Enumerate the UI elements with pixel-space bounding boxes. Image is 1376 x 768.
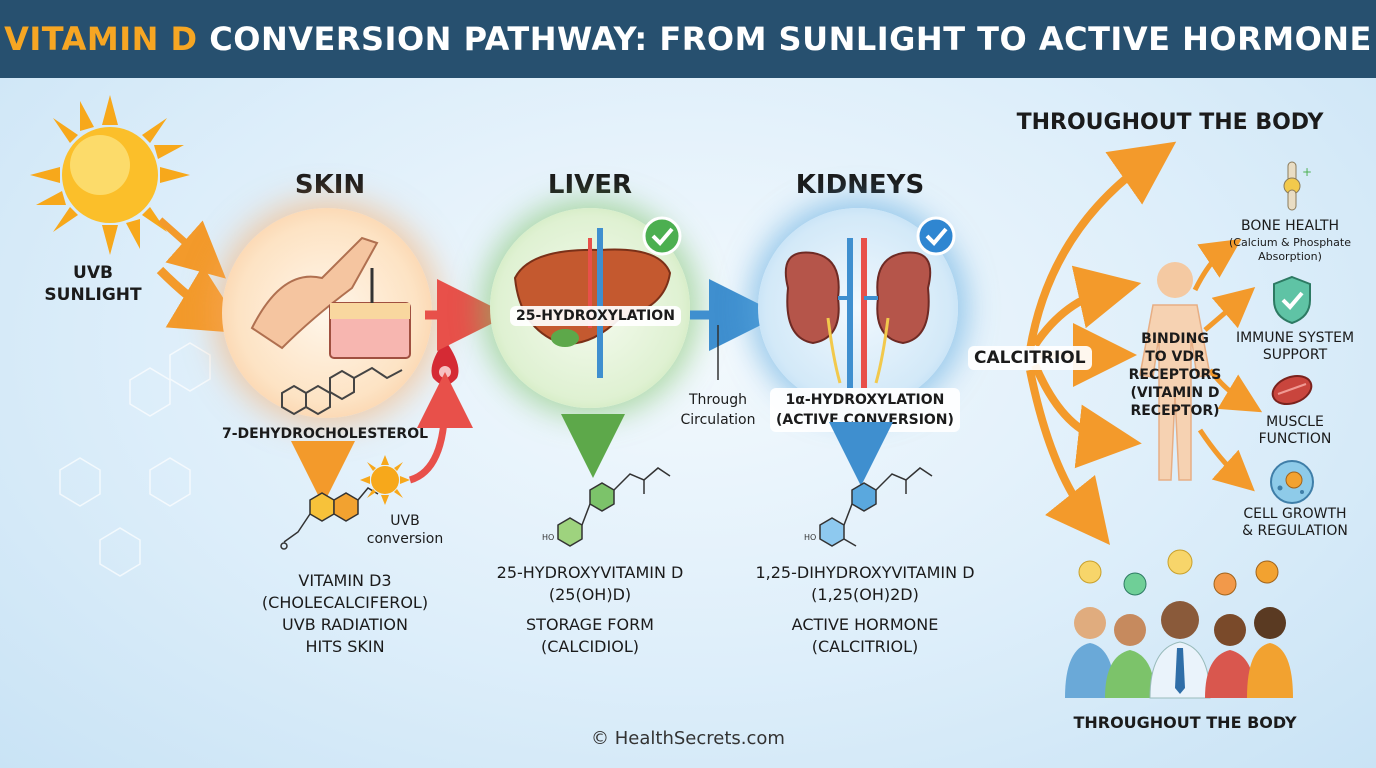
immune-system-label: IMMUNE SYSTEM SUPPORT <box>1225 330 1365 364</box>
vitamin-d3-line1: VITAMIN D3 <box>298 571 392 590</box>
vdr-line1: BINDING <box>1141 331 1209 347</box>
body-footer-label: THROUGHOUT THE BODY <box>1073 713 1297 732</box>
svg-text:+: + <box>1302 165 1312 179</box>
bone-sub-line1: (Calcium & Phosphate <box>1229 236 1351 249</box>
page-title: VITAMIN D CONVERSION PATHWAY: FROM SUNLI… <box>4 20 1372 58</box>
uvb-conversion-line1: UVB <box>390 513 420 529</box>
vdr-line5: RECEPTOR) <box>1130 403 1220 419</box>
uvb-conversion-label: UVB conversion <box>360 512 450 548</box>
circulation-line1: Through <box>688 392 748 408</box>
kidneys-heading: KIDNEYS <box>795 170 925 200</box>
kidneys-illustration <box>784 238 932 388</box>
vitamin-d3-molecule <box>280 487 379 550</box>
title-rest: CONVERSION PATHWAY: FROM SUNLIGHT TO ACT… <box>209 20 1372 58</box>
distribution-arrows <box>1026 141 1263 545</box>
skin-heading: SKIN <box>294 170 366 200</box>
kidneys-down-arrow <box>829 422 893 486</box>
liver-process-label: 25-HYDROXYLATION <box>510 306 681 326</box>
calcitriol-name-line1: 1,25-DIHYDROXYVITAMIN D <box>755 563 975 582</box>
bone-health-subtitle: (Calcium & Phosphate Absorption) <box>1220 236 1360 264</box>
skin-to-liver-arrow <box>425 279 509 351</box>
muscle-line2: FUNCTION <box>1258 431 1332 447</box>
bone-joint-icon: + <box>1283 161 1312 211</box>
uvb-radiation-line2: HITS SKIN <box>305 637 385 656</box>
circulation-line2: Circulation <box>680 412 756 428</box>
kidneys-process-line2: (ACTIVE CONVERSION) <box>776 412 954 428</box>
immune-line2: SUPPORT <box>1262 347 1328 363</box>
body-heading: THROUGHOUT THE BODY <box>1016 110 1324 135</box>
active-hormone-label: ACTIVE HORMONE (CALCITRIOL) <box>730 614 1000 658</box>
calcitriol-name-label: 1,25-DIHYDROXYVITAMIN D (1,25(OH)2D) <box>730 562 1000 606</box>
liver-to-kidney-arrow <box>690 279 781 380</box>
muscle-line1: MUSCLE <box>1266 414 1324 430</box>
bone-sub-line2: Absorption) <box>1258 250 1322 263</box>
liver-heading: LIVER <box>547 170 633 200</box>
vdr-line2: TO VDR <box>1145 349 1205 365</box>
sunlight-arrows <box>156 217 246 334</box>
calcitriol-badge: CALCITRIOL <box>968 346 1092 370</box>
circulation-label: Through Circulation <box>668 390 768 430</box>
people-group-illustration <box>1065 549 1293 699</box>
liver-check-icon <box>642 216 682 256</box>
cell-growth-label: CELL GROWTH & REGULATION <box>1220 506 1370 540</box>
vitamin-d3-label: VITAMIN D3 (CHOLECALCIFEROL) <box>250 570 440 614</box>
kidneys-process-line1: 1α-HYDROXYLATION <box>785 392 945 408</box>
storage-form-label: STORAGE FORM (CALCIDIOL) <box>470 614 710 658</box>
copyright-credit: © HealthSecrets.com <box>591 728 785 749</box>
skin-molecule-label: 7-DEHYDROCHOLESTEROL <box>221 426 429 442</box>
calcidiol-name-line1: 25-HYDROXYVITAMIN D <box>496 563 684 582</box>
svg-text:HO: HO <box>804 533 816 542</box>
title-highlight: VITAMIN D <box>4 20 198 58</box>
uvb-label-line2: SUNLIGHT <box>44 285 142 305</box>
active-hormone-line2: (CALCITRIOL) <box>811 637 919 656</box>
calcidiol-molecule: HO <box>542 467 671 547</box>
active-hormone-line1: ACTIVE HORMONE <box>791 615 939 634</box>
cell-growth-line2: & REGULATION <box>1242 523 1348 539</box>
title-bar: VITAMIN D CONVERSION PATHWAY: FROM SUNLI… <box>0 0 1376 78</box>
calcidiol-name-line2: (25(OH)D) <box>548 585 632 604</box>
uvb-label-line1: UVB <box>73 263 113 283</box>
cell-growth-line1: CELL GROWTH <box>1243 506 1347 522</box>
vdr-line4: (VITAMIN D <box>1130 385 1220 401</box>
storage-form-line1: STORAGE FORM <box>526 615 654 634</box>
human-body-silhouette <box>1139 262 1211 481</box>
sun-icon <box>30 95 190 255</box>
immune-line1: IMMUNE SYSTEM <box>1235 330 1355 346</box>
bone-health-title: BONE HEALTH <box>1240 218 1340 234</box>
uvb-sunlight-label: UVB SUNLIGHT <box>38 262 148 306</box>
calcidiol-name-label: 25-HYDROXYVITAMIN D (25(OH)D) <box>470 562 710 606</box>
vdr-line3: RECEPTORS <box>1128 367 1222 383</box>
calcitriol-molecule: HO <box>804 467 933 547</box>
uvb-radiation-label: UVB RADIATION HITS SKIN <box>250 614 440 658</box>
muscle-function-label: MUSCLE FUNCTION <box>1235 414 1355 448</box>
svg-text:HO: HO <box>542 533 554 542</box>
liver-down-arrow <box>561 414 625 478</box>
kidneys-process-label: 1α-HYDROXYLATION (ACTIVE CONVERSION) <box>770 388 960 432</box>
small-sun-icon <box>360 455 410 505</box>
kidneys-check-icon <box>916 216 956 256</box>
uvb-conversion-line2: conversion <box>366 531 444 547</box>
muscle-icon <box>1271 374 1313 406</box>
skin-down-arrow <box>291 441 355 505</box>
shield-check-icon <box>1273 275 1311 325</box>
uvb-radiation-line1: UVB RADIATION <box>282 615 408 634</box>
storage-form-line2: (CALCIDIOL) <box>541 637 639 656</box>
vdr-binding-label: BINDING TO VDR RECEPTORS (VITAMIN D RECE… <box>1112 330 1238 420</box>
cell-icon <box>1270 460 1314 504</box>
vitamin-d3-line2: (CHOLECALCIFEROL) <box>261 593 429 612</box>
calcitriol-name-line2: (1,25(OH)2D) <box>811 585 919 604</box>
uvb-return-arrow <box>408 372 473 484</box>
arm-skin-illustration <box>250 236 411 416</box>
